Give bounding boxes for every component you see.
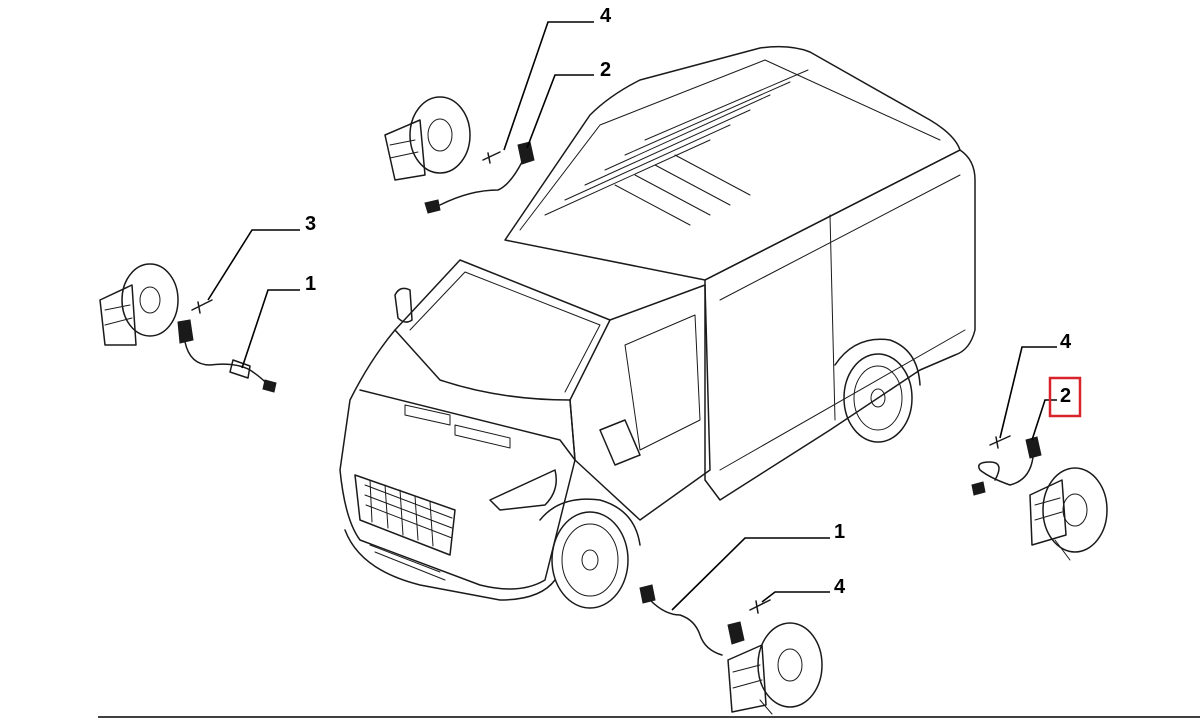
brake-assembly-right — [971, 435, 1108, 561]
brake-assembly-bottom — [639, 584, 823, 715]
callout-c1: 4 — [600, 5, 612, 27]
callout-c3: 3 — [305, 213, 316, 235]
van-roof — [504, 45, 961, 281]
van-illustration — [339, 45, 976, 609]
van-windshield — [394, 259, 611, 401]
callout-highlight-box — [1048, 376, 1082, 418]
rear-wheel — [834, 338, 921, 443]
van-grille — [354, 474, 456, 556]
callout-c5: 4 — [1060, 331, 1072, 353]
callout-labels: 4 2 3 1 4 2 1 4 — [305, 5, 1082, 598]
callout-c7: 1 — [834, 521, 845, 543]
brake-assembly-top — [384, 96, 535, 214]
van-front — [339, 329, 576, 590]
callout-c2: 2 — [600, 59, 611, 81]
front-wheel — [539, 498, 641, 609]
callout-c8: 4 — [834, 576, 846, 598]
brake-assembly-left — [99, 263, 277, 393]
van-side — [704, 149, 976, 501]
van-mirror — [599, 419, 641, 466]
leader-lines — [207, 21, 1057, 611]
callout-c6: 2 — [1060, 385, 1071, 407]
callout-c4: 1 — [305, 273, 316, 295]
